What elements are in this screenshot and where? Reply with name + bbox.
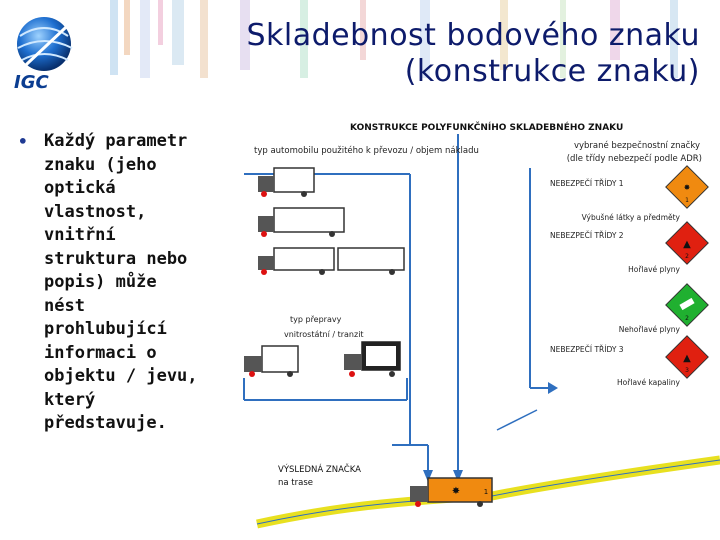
bullet-text: Každý parametr znaku (jeho optická vlast… xyxy=(44,131,198,433)
transport-caption-2: vnitrostátní / tranzit xyxy=(284,330,364,339)
placard-explosives-icon: ✸ 1 xyxy=(665,165,709,209)
class-1-label: NEBEZPEČÍ TŘÍDY 1 xyxy=(550,179,624,188)
placard-flammable-liquid-icon: ▲ 3 xyxy=(665,335,709,379)
adr-caption-1: vybrané bezpečnostní značky xyxy=(574,140,700,151)
placard-explosives-number: 1 xyxy=(685,197,689,204)
vehicle-caption: typ automobilu použitého k převozu / obj… xyxy=(254,145,479,156)
adr-to-result-line xyxy=(496,409,538,431)
explosives-label: Výbušné látky a předměty xyxy=(582,213,681,222)
title-line-1: Skladebnost bodového znaku xyxy=(246,18,700,53)
flammable-liquids-label: Hořlavé kapaliny xyxy=(617,378,681,387)
truck-domestic-icon xyxy=(244,345,299,377)
nonflammable-gases-label: Nehořlavé plyny xyxy=(619,325,681,334)
adr-caption-2: (dle třídy nebezpečí podle ADR) xyxy=(567,153,702,164)
truck-small-icon xyxy=(258,167,315,197)
logo-text: IGC xyxy=(14,72,49,93)
title-line-2: (konstrukce znaku) xyxy=(404,54,700,89)
composition-diagram: KONSTRUKCE POLYFUNKČNÍHO SKLADEBNÉHO ZNA… xyxy=(243,121,720,529)
arrow-head-adr xyxy=(548,382,558,394)
truck-transit-icon xyxy=(344,341,401,377)
bullet-list: • Každý parametr znaku (jeho optická vla… xyxy=(18,130,233,436)
placard-flammable-liquid-number: 3 xyxy=(685,367,689,374)
bullet-marker: • xyxy=(18,132,28,151)
arrow-head-right xyxy=(453,470,463,482)
decorative-stripes xyxy=(110,0,678,78)
result-caption-1: VÝSLEDNÁ ZNAČKA xyxy=(278,463,361,475)
placard-flammable-gas-icon: ▲ 2 xyxy=(665,221,709,265)
placard-nonflammable-gas-number: 2 xyxy=(685,315,689,322)
arrow-head-left xyxy=(423,470,433,482)
transport-caption-1: typ přepravy xyxy=(290,315,342,324)
svg-text:✸: ✸ xyxy=(684,183,691,192)
flammable-gases-label: Hořlavé plyny xyxy=(628,265,680,274)
svg-text:▲: ▲ xyxy=(683,239,691,250)
placard-flammable-gas-number: 2 xyxy=(685,253,689,260)
slide-title: Skladebnost bodového znaku (konstrukce z… xyxy=(140,18,700,90)
result-caption-2: na trase xyxy=(278,478,313,488)
truck-medium-icon xyxy=(258,207,345,237)
svg-text:▲: ▲ xyxy=(683,353,691,364)
result-truck-icon: ✸ 1 xyxy=(410,477,493,507)
result-number: 1 xyxy=(484,488,488,496)
svg-text:✸: ✸ xyxy=(452,486,460,497)
diagram-heading: KONSTRUKCE POLYFUNKČNÍHO SKLADEBNÉHO ZNA… xyxy=(350,121,623,133)
class-3-label: NEBEZPEČÍ TŘÍDY 3 xyxy=(550,345,624,354)
placard-nonflammable-gas-icon: 2 xyxy=(665,283,709,327)
class-2-label: NEBEZPEČÍ TŘÍDY 2 xyxy=(550,231,624,240)
truck-trailer-icon xyxy=(258,247,405,275)
igc-logo: IGC xyxy=(10,12,82,93)
connector-lines xyxy=(243,134,548,472)
